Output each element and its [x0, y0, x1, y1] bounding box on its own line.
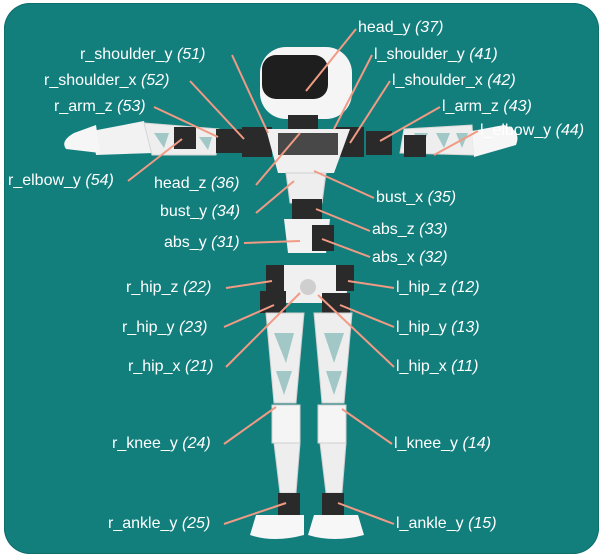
label-head-z: head_z (36)	[154, 175, 239, 193]
robot-head	[260, 47, 352, 129]
leader-line-l-hip-z	[348, 281, 394, 288]
label-abs-x: abs_x (32)	[372, 249, 448, 267]
label-abs-y: abs_y (31)	[164, 234, 240, 252]
label-r-arm-z: r_arm_z (53)	[54, 98, 146, 116]
label-r-elbow-y: r_elbow_y (54)	[8, 172, 114, 190]
left-leg	[308, 313, 364, 539]
label-r-shoulder-x: r_shoulder_x (52)	[44, 72, 169, 90]
leader-line-r-hip-z	[226, 281, 272, 288]
label-l-elbow-y: l_elbow_y (44)	[480, 122, 584, 140]
label-l-shoulder-y: l_shoulder_y (41)	[374, 46, 498, 64]
right-arm	[64, 121, 272, 157]
label-l-arm-z: l_arm_z (43)	[442, 98, 532, 116]
label-bust-y: bust_y (34)	[160, 203, 240, 221]
label-l-hip-z: l_hip_z (12)	[396, 279, 480, 297]
leader-line-bust-y	[256, 181, 294, 213]
leader-line-r-knee-y	[224, 407, 276, 444]
label-l-shoulder-x: l_shoulder_x (42)	[392, 72, 516, 90]
label-bust-x: bust_x (35)	[376, 189, 456, 207]
label-head-y: head_y (37)	[358, 19, 443, 37]
label-r-hip-z: r_hip_z (22)	[126, 279, 211, 297]
leader-line-l-knee-y	[342, 409, 392, 444]
diagram-panel: head_y (37) r_shoulder_y (51) l_shoulder…	[4, 3, 599, 554]
label-r-hip-y: r_hip_y (23)	[122, 319, 207, 337]
label-r-knee-y: r_knee_y (24)	[112, 435, 211, 453]
label-l-hip-y: l_hip_y (13)	[396, 319, 480, 337]
label-abs-z: abs_z (33)	[372, 221, 448, 239]
robot-torso	[266, 129, 350, 253]
label-r-shoulder-y: r_shoulder_y (51)	[80, 46, 205, 64]
label-l-hip-x: l_hip_x (11)	[396, 358, 478, 376]
label-r-ankle-y: r_ankle_y (25)	[108, 515, 210, 533]
robot-pelvis	[260, 265, 354, 315]
label-l-ankle-y: l_ankle_y (15)	[396, 515, 497, 533]
label-l-knee-y: l_knee_y (14)	[394, 435, 491, 453]
label-r-hip-x: r_hip_x (21)	[128, 358, 213, 376]
